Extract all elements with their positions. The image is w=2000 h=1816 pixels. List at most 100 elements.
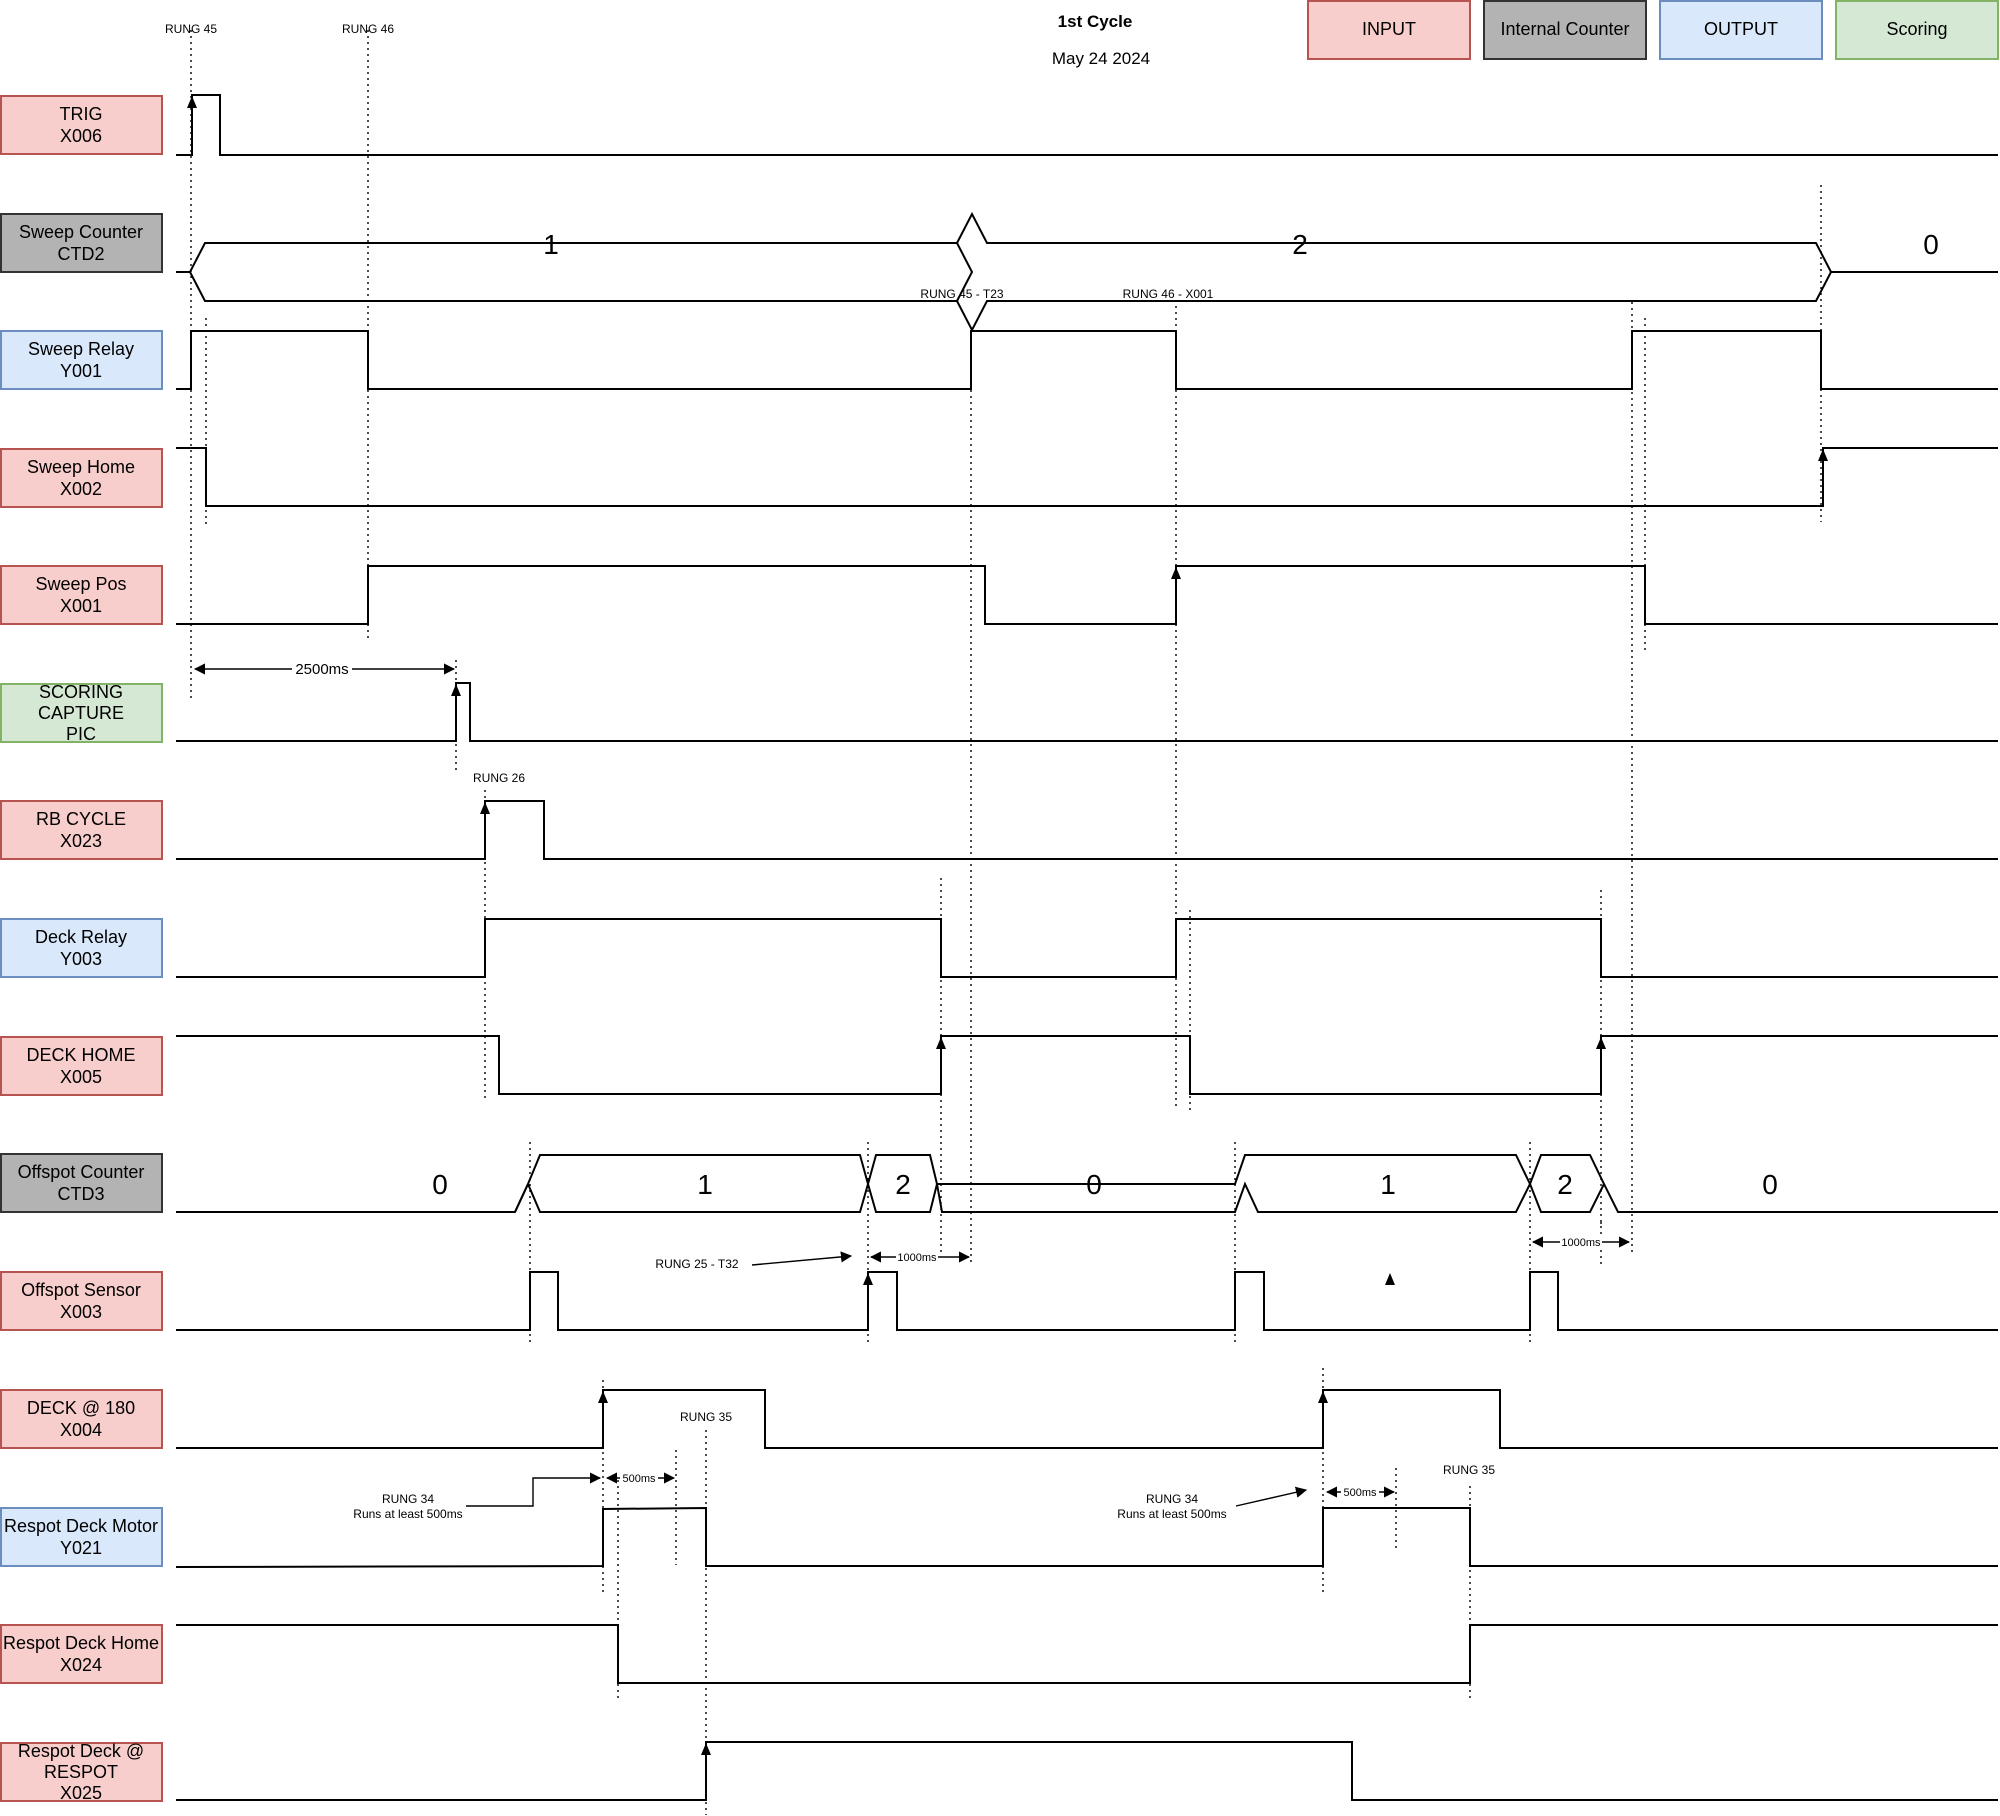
respot-deck-at-respot-waveform xyxy=(176,1741,1998,1801)
signal-label-line: Respot Deck @ xyxy=(18,1741,144,1761)
legend-item-internal-counter: Internal Counter xyxy=(1483,0,1647,60)
rung34-pointer-a xyxy=(466,1472,602,1507)
diagram-title: 1st Cycle xyxy=(1058,12,1133,31)
signal-label-line: CTD2 xyxy=(57,244,104,264)
timing-dimensions xyxy=(193,663,1631,1507)
offspot-counter-value-1: 0 xyxy=(432,1169,448,1200)
annotations: RUNG 45 RUNG 46 RUNG 45 - T23 RUNG 46 - … xyxy=(165,22,1495,1521)
deck-180-waveform xyxy=(176,1389,1998,1449)
counter-values: 1 2 0 0 1 2 0 1 2 0 xyxy=(432,229,1939,1200)
legend-label: Internal Counter xyxy=(1500,19,1629,39)
offspot-counter-value-2: 1 xyxy=(697,1169,713,1200)
deck-relay-waveform xyxy=(176,918,1998,978)
legend-label: Scoring xyxy=(1886,19,1947,39)
legend-item-output: OUTPUT xyxy=(1659,0,1823,60)
signal-label-line: DECK @ 180 xyxy=(27,1398,135,1418)
rising-edge-arrow-10 xyxy=(1318,1391,1328,1403)
rung45-t23-label: RUNG 45 - T23 xyxy=(920,287,1003,301)
signal-label-line: TRIG xyxy=(60,104,103,124)
rung34-label-a: RUNG 34 xyxy=(382,1492,434,1506)
offspot-counter-value-5: 1 xyxy=(1380,1169,1396,1200)
sweep-pos-waveform xyxy=(176,565,1998,625)
signal-label-line: X005 xyxy=(60,1067,102,1087)
legend: INPUT Internal Counter OUTPUT Scoring xyxy=(1307,0,1999,60)
rising-edge-arrow-9 xyxy=(598,1391,608,1403)
signal-label-line: SCORING xyxy=(39,682,123,702)
signal-label-line: RESPOT xyxy=(44,1762,118,1782)
edge-arrows xyxy=(187,96,1828,1755)
sweep-home-waveform xyxy=(176,447,1998,507)
sweep-counter-waveform xyxy=(176,211,1998,273)
offspot-counter-value-6: 2 xyxy=(1557,1169,1573,1200)
rung26-label: RUNG 26 xyxy=(473,771,525,785)
offspot-counter-waveform-top xyxy=(176,1154,1998,1213)
signal-label-line: Respot Deck Home xyxy=(3,1633,159,1653)
reference-lines xyxy=(190,30,1822,1815)
signal-label-line: X004 xyxy=(60,1420,102,1440)
rung46-x001-label: RUNG 46 - X001 xyxy=(1123,287,1214,301)
scoring-capture-waveform xyxy=(176,682,1998,742)
rising-edge-arrow-5 xyxy=(936,1037,946,1049)
signal-label-line: RB CYCLE xyxy=(36,809,126,829)
sweep-counter-value-1: 1 xyxy=(543,229,559,260)
rb-cycle-waveform xyxy=(176,800,1998,860)
legend-label: OUTPUT xyxy=(1704,19,1778,39)
rung34-pointer-b xyxy=(1235,1486,1308,1507)
signal-label-line: X006 xyxy=(60,126,102,146)
signal-label-line: Y021 xyxy=(60,1538,102,1558)
rising-edge-arrow-11 xyxy=(701,1743,711,1755)
signal-label-line: Sweep Counter xyxy=(19,222,143,242)
offspot-counter-waveform-bottom xyxy=(527,1180,1605,1213)
rising-edge-arrow-0 xyxy=(187,96,197,108)
rung25-t32-label: RUNG 25 - T32 xyxy=(655,1257,738,1271)
rung35-label-a: RUNG 35 xyxy=(680,1410,732,1424)
signal-label-line: Y001 xyxy=(60,361,102,381)
deck-home-waveform xyxy=(176,1035,1998,1095)
rung35-label-b: RUNG 35 xyxy=(1443,1463,1495,1477)
rung45-label: RUNG 45 xyxy=(165,22,217,36)
timing-dimension-labels: 2500ms 1000ms 1000ms 500ms 500ms xyxy=(292,660,1602,1499)
offspot-counter-value-7: 0 xyxy=(1762,1169,1778,1200)
offspot-counter-waveform-lead xyxy=(514,1183,529,1213)
signal-label-line: Sweep Home xyxy=(27,457,135,477)
rung46-label: RUNG 46 xyxy=(342,22,394,36)
rung34-note-a: Runs at least 500ms xyxy=(353,1507,462,1521)
legend-item-input: INPUT xyxy=(1307,0,1471,60)
signal-label-line: X003 xyxy=(60,1302,102,1322)
rising-edge-arrow-6 xyxy=(1596,1037,1606,1049)
respot-deck-motor-waveform xyxy=(175,1506,1998,1568)
signal-label-line: X002 xyxy=(60,479,102,499)
offspot-sensor-waveform xyxy=(176,1271,1998,1331)
signal-label-line: X024 xyxy=(60,1655,102,1675)
signal-label-line: Sweep Pos xyxy=(35,574,126,594)
dim-1000ms-b-label: 1000ms xyxy=(1561,1237,1601,1249)
sweep-counter-value-3: 0 xyxy=(1923,229,1939,260)
rising-edge-arrow-1 xyxy=(1818,449,1828,461)
rising-edge-arrow-7 xyxy=(863,1273,873,1285)
offspot-counter-value-4: 0 xyxy=(1086,1169,1102,1200)
rung34-label-b: RUNG 34 xyxy=(1146,1492,1198,1506)
signal-label-line: Offspot Counter xyxy=(18,1162,145,1182)
offspot-counter-value-3: 2 xyxy=(895,1169,911,1200)
signal-label-line: DECK HOME xyxy=(26,1045,135,1065)
trig-waveform xyxy=(176,94,1998,156)
rising-edge-arrow-8 xyxy=(1385,1273,1395,1285)
rising-edge-arrow-4 xyxy=(480,802,490,814)
legend-item-scoring: Scoring xyxy=(1835,0,1999,60)
signal-label-line: Deck Relay xyxy=(35,927,127,947)
dim-500ms-b-label: 500ms xyxy=(1343,1487,1377,1499)
rung25-pointer xyxy=(751,1251,853,1266)
rung34-note-b: Runs at least 500ms xyxy=(1117,1507,1226,1521)
waveforms xyxy=(175,94,1998,1801)
